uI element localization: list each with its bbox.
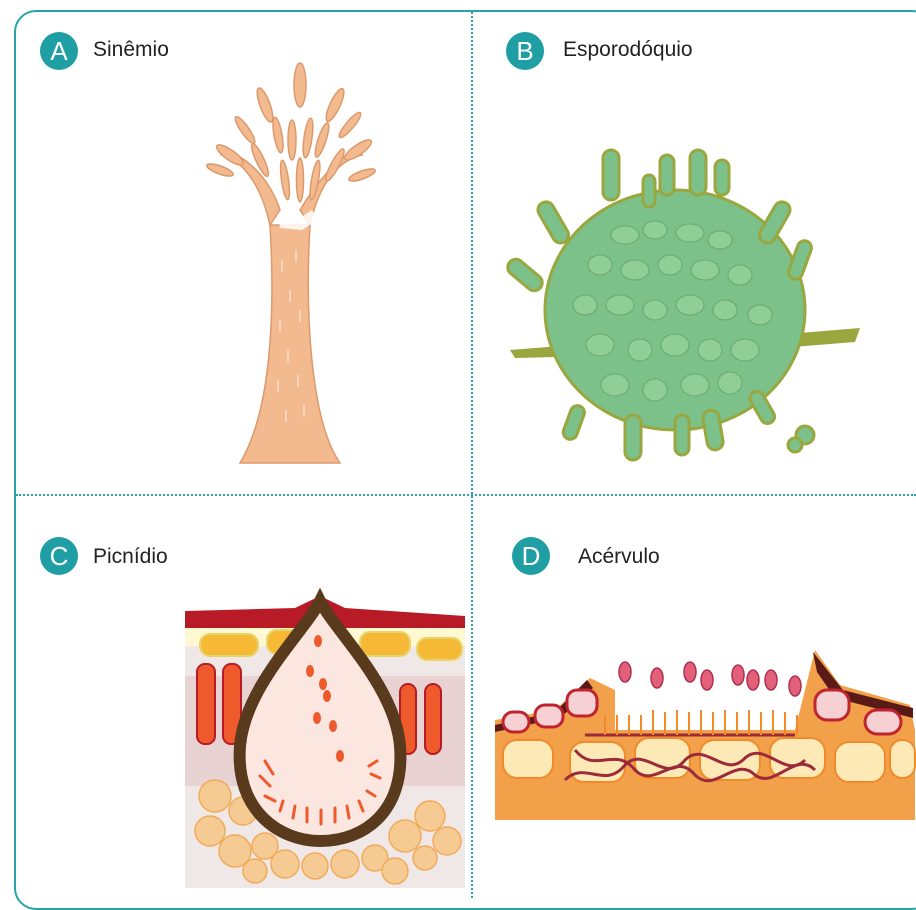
sporodochium-illustration: [505, 145, 865, 465]
synnema-illustration: [200, 60, 400, 470]
pycnidium-illustration: [185, 596, 465, 888]
panel-c-badge: C: [40, 537, 78, 575]
panel-a-title: Sinêmio: [93, 38, 169, 62]
panel-d-title: Acérvulo: [578, 545, 660, 569]
panel-a-badge: A: [40, 32, 78, 70]
panel-b-badge: B: [506, 32, 544, 70]
panel-d-badge: D: [512, 537, 550, 575]
horizontal-divider: [16, 494, 916, 496]
vertical-divider: [471, 12, 473, 898]
panel-c-title: Picnídio: [93, 545, 168, 569]
panel-b-title: Esporodóquio: [563, 38, 693, 62]
acervulus-illustration: [495, 650, 915, 825]
